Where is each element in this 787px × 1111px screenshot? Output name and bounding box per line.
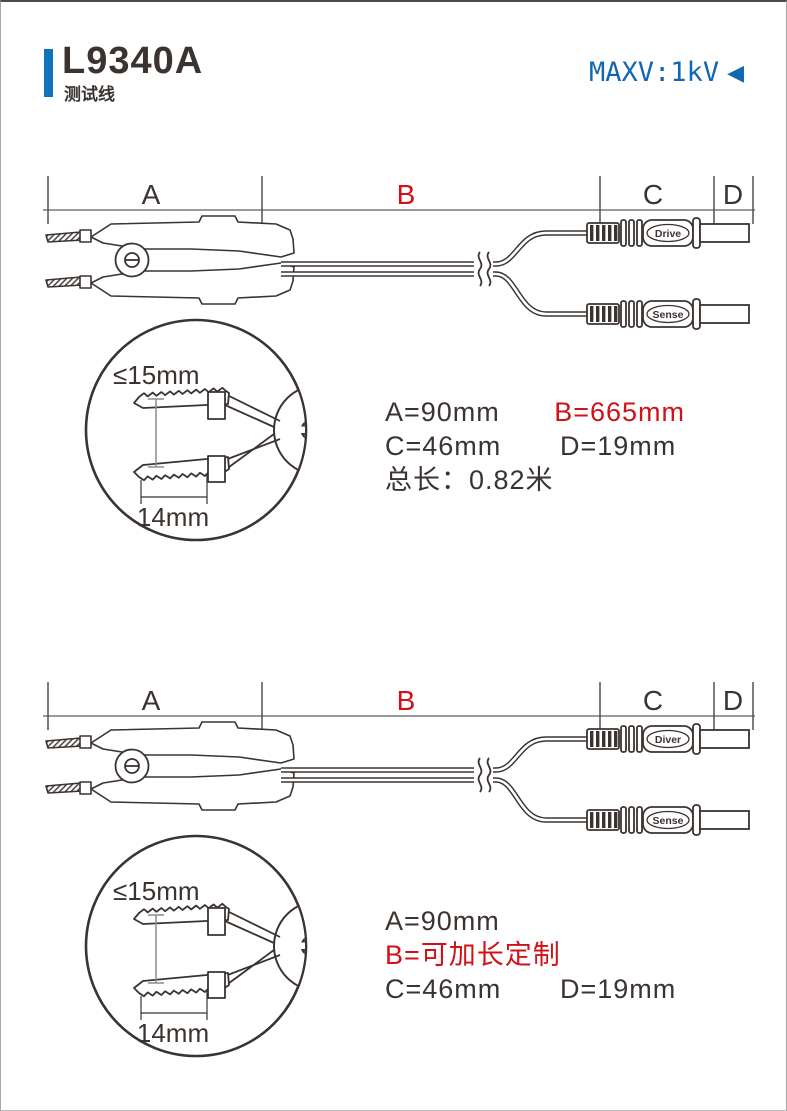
kelvin-clip-drawing (45, 721, 295, 811)
ruler-label-a: A (142, 179, 161, 210)
cable-break-mark (486, 757, 492, 793)
ruler-label-c: C (643, 685, 663, 716)
spec-text-bottom: A=90mm B=可加长定制 C=46mm D=19mm (385, 905, 685, 1007)
max-voltage-text: MAXV:1kV (589, 57, 720, 88)
dimension-ruler: A B C D (43, 176, 755, 224)
opening-dim-text: ≤15mm (113, 876, 200, 906)
connector-bottom-label: Sense (653, 815, 684, 827)
upper-jaw-serrated (133, 386, 230, 409)
clip-detail-magnifier-top: ≤15mm 14mm (84, 318, 308, 542)
opening-dimension (148, 914, 164, 984)
jaw-length-dim-text: 14mm (137, 1018, 209, 1048)
spec-c: C=46mm (385, 431, 502, 461)
connector-top-label: Diver (655, 734, 681, 746)
upper-jaw-serrated (133, 902, 230, 925)
jaw-length-dim-text: 14mm (137, 502, 209, 532)
ruler-label-d: D (723, 179, 743, 210)
jaw-length-dimension (140, 991, 208, 1020)
test-lead-drawing-top: A B C D (43, 176, 755, 330)
spec-a: A=90mm (385, 397, 500, 427)
connector-sense: Sense (586, 804, 750, 836)
clip-detail-magnifier-bottom: ≤15mm 14mm (84, 834, 308, 1058)
header-accent-bar (44, 49, 53, 97)
kelvin-clip-drawing (45, 215, 295, 305)
spec-text-top: A=90mm B=665mm C=46mm D=19mm 总长：0.82米 (385, 396, 685, 498)
spec-c: C=46mm (385, 974, 502, 1004)
spec-d: D=19mm (560, 974, 677, 1004)
connector-drive: Diver (586, 723, 750, 755)
cable-break-mark (486, 251, 492, 287)
connector-drive: Drive (586, 217, 750, 249)
cable-break-mark (477, 251, 483, 287)
connector-sense: Sense (586, 298, 750, 330)
ruler-label-c: C (643, 179, 663, 210)
spec-b: B=可加长定制 (385, 940, 561, 970)
cable-wires (281, 230, 587, 317)
spec-a: A=90mm (385, 906, 500, 936)
cable-wires (281, 736, 587, 823)
product-model: L9340A (62, 40, 204, 82)
spec-b: B=665mm (554, 397, 685, 427)
connector-top-label: Drive (655, 228, 681, 240)
connector-bottom-label: Sense (653, 309, 684, 321)
product-category: 测试线 (64, 85, 115, 104)
test-lead-drawing-bottom: A B C D (43, 682, 755, 836)
cable-break-mark (477, 757, 483, 793)
ruler-label-a: A (142, 685, 161, 716)
jaw-length-dimension (140, 475, 208, 504)
opening-dim-text: ≤15mm (113, 360, 200, 390)
spec-d: D=19mm (560, 431, 677, 461)
ruler-label-b: B (397, 685, 416, 716)
ruler-label-d: D (723, 685, 743, 716)
left-triangle-icon: ◀ (727, 59, 744, 85)
spec-total-length: 总长：0.82米 (385, 465, 554, 495)
ruler-label-b: B (397, 179, 416, 210)
max-voltage-badge: MAXV:1kV ◀ (589, 57, 744, 88)
opening-dimension (148, 398, 164, 468)
dimension-ruler: A B C D (43, 682, 755, 730)
